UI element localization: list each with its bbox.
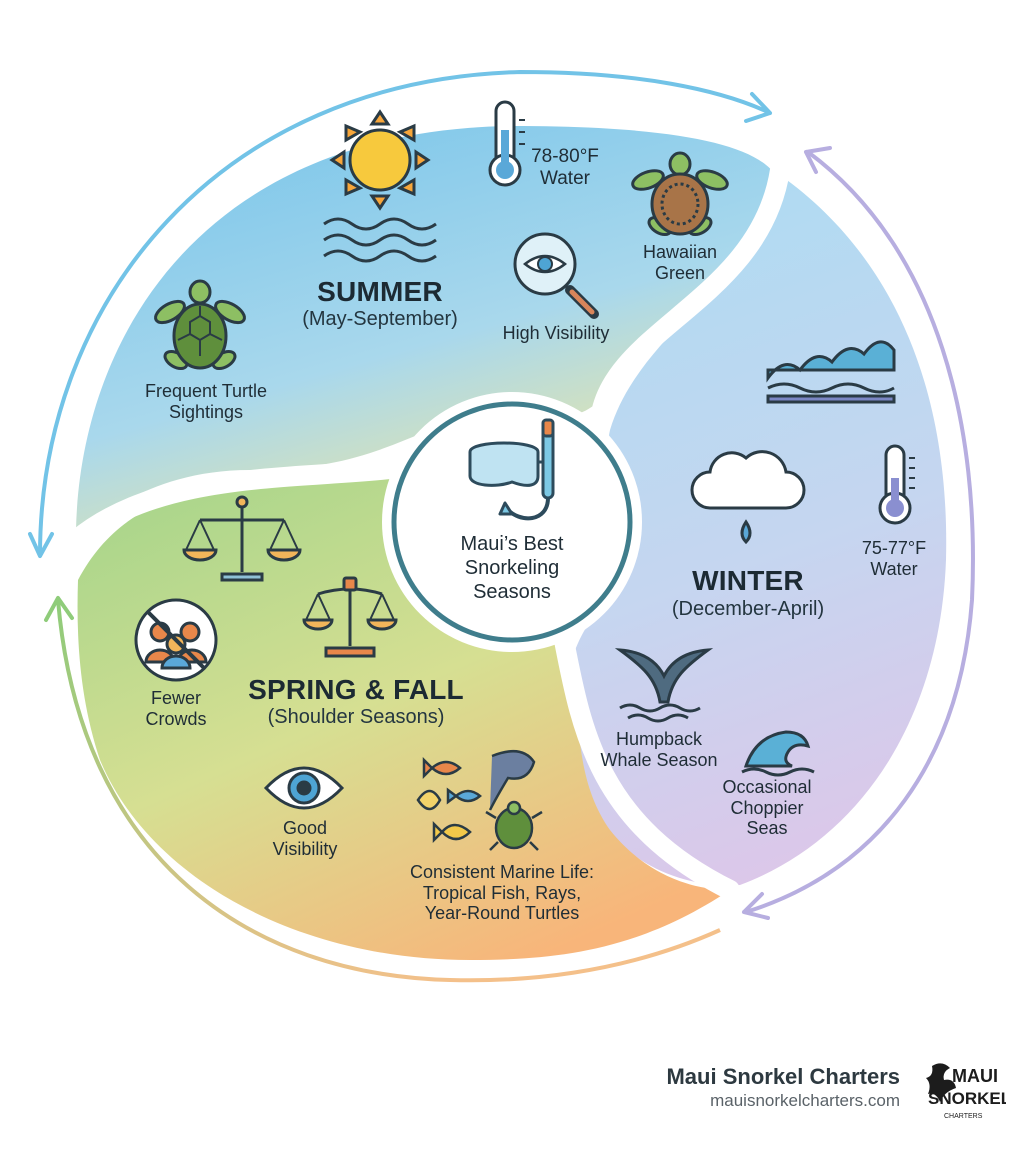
brand-url[interactable]: mauisnorkelcharters.com bbox=[710, 1091, 900, 1110]
winter-water-temp: 75-77°F Water bbox=[846, 538, 942, 579]
spring-fall-segment bbox=[77, 478, 730, 960]
turtle-icon bbox=[154, 279, 246, 371]
frequent-turtle-line2: Sightings bbox=[168, 401, 244, 422]
center-title: Maui’s Best Snorkeling Seasons bbox=[432, 532, 592, 604]
winter-water-temp-line2: Water bbox=[870, 558, 918, 579]
winter-arrow bbox=[745, 150, 975, 914]
logo-mid-text: SNORKEL bbox=[928, 1089, 1006, 1108]
winter-title: WINTER bbox=[692, 565, 804, 596]
spring-fall-subtitle: (Shoulder Seasons) bbox=[267, 706, 445, 728]
high-visibility-label: High Visibility bbox=[502, 323, 610, 343]
logo-bottom-text: CHARTERS bbox=[944, 1113, 983, 1120]
hawaiian-green-line2: Green bbox=[654, 262, 706, 283]
hawaiian-green-line1: Hawaiian bbox=[642, 242, 718, 262]
winter-water-temp-line1: 75-77°F bbox=[861, 538, 927, 558]
humpback-line1: Humpback bbox=[615, 729, 703, 749]
no-crowds-icon bbox=[134, 598, 218, 682]
waves-icon bbox=[323, 217, 437, 263]
choppy-wave-icon bbox=[741, 730, 815, 777]
spring-fall-arrow bbox=[56, 599, 721, 983]
fewer-crowds-line2: Crowds bbox=[145, 708, 207, 729]
green-turtle-icon bbox=[631, 151, 729, 237]
fewer-crowds-label: Fewer Crowds bbox=[126, 688, 226, 729]
magnifier-eye-icon bbox=[513, 232, 599, 319]
balance-scale-icon bbox=[302, 576, 398, 658]
summer-segment bbox=[76, 126, 781, 530]
humpback-label: Humpback Whale Season bbox=[584, 729, 734, 770]
summer-subtitle: (May-September) bbox=[302, 308, 458, 330]
rain-cloud-icon bbox=[690, 450, 806, 545]
choppier-seas-line3: Seas bbox=[746, 818, 788, 839]
winter-thermometer-icon bbox=[878, 444, 915, 525]
marine-life-line2: Tropical Fish, Rays, bbox=[422, 882, 582, 903]
choppier-seas-line1: Occasional bbox=[722, 777, 812, 797]
summer-arrow bbox=[38, 69, 769, 556]
brand-logo: MAUI SNORKEL CHARTERS bbox=[926, 1063, 1006, 1120]
hawaiian-green-label: Hawaiian Green bbox=[620, 242, 740, 283]
choppier-seas-line2: Choppier bbox=[730, 797, 804, 818]
scales-icon bbox=[182, 495, 302, 582]
eye-icon bbox=[263, 766, 345, 810]
summer-water-temp-line2: Water bbox=[540, 167, 590, 189]
winter-subtitle: (December-April) bbox=[671, 598, 825, 620]
spring-fall-title: SPRING & FALL bbox=[248, 674, 464, 705]
good-visibility-line1: Good bbox=[282, 818, 328, 838]
good-visibility-line2: Visibility bbox=[272, 838, 338, 859]
whale-tail-icon bbox=[614, 648, 714, 723]
thermometer-icon bbox=[488, 100, 525, 187]
marine-life-line3: Year-Round Turtles bbox=[424, 903, 580, 924]
logo-top-text: MAUI bbox=[952, 1066, 998, 1086]
center-title-line1: Maui’s Best bbox=[460, 533, 564, 555]
snorkel-mask-icon bbox=[468, 418, 555, 521]
summer-title: SUMMER bbox=[317, 276, 443, 307]
marine-life-line1: Consistent Marine Life: bbox=[409, 862, 595, 882]
good-visibility-label: Good Visibility bbox=[250, 818, 360, 859]
center-title-line3: Seasons bbox=[473, 581, 551, 603]
sun-icon bbox=[329, 109, 431, 211]
marine-life-icon bbox=[416, 749, 543, 851]
center-title-line2: Snorkeling bbox=[464, 557, 560, 579]
fewer-crowds-line1: Fewer bbox=[150, 688, 201, 708]
frequent-turtle-line1: Frequent Turtle bbox=[144, 381, 268, 401]
humpback-line2: Whale Season bbox=[600, 749, 718, 770]
marine-life-label: Consistent Marine Life: Tropical Fish, R… bbox=[374, 862, 630, 924]
summer-water-temp: 78-80°F Water bbox=[520, 146, 610, 190]
choppier-seas-label: Occasional Choppier Seas bbox=[704, 777, 830, 839]
summer-water-temp-line1: 78-80°F bbox=[531, 146, 599, 167]
winter-waves-icon bbox=[766, 340, 896, 404]
frequent-turtle-label: Frequent Turtle Sightings bbox=[118, 381, 294, 422]
brand-name: Maui Snorkel Charters bbox=[666, 1064, 900, 1089]
